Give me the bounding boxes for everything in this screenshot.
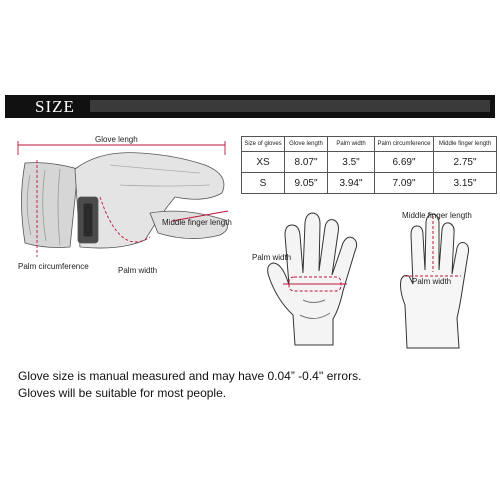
cell-middle-finger-length: 3.15" (433, 172, 497, 194)
header-middle-finger-length: Middle finger length (433, 136, 497, 152)
middle-finger-length-label: Middle finger length (162, 218, 232, 227)
hand-illustration (267, 212, 358, 346)
banner-bar (90, 100, 490, 112)
cell-palm-width: 3.5" (327, 151, 375, 173)
palm-width-label: Palm width (118, 266, 158, 275)
cell-glove-length: 9.05" (284, 172, 328, 194)
cell-glove-length: 8.07" (284, 151, 328, 173)
note-measurement-error: Glove size is manual measured and may ha… (18, 369, 362, 383)
banner-title: SIZE (35, 97, 75, 116)
cell-palm-width: 3.94" (327, 172, 375, 194)
cell-middle-finger-length: 2.75" (433, 151, 497, 173)
cell-size: XS (241, 151, 285, 173)
size-banner: SIZE (5, 95, 495, 118)
header-palm-circumference: Palm circumference (374, 136, 434, 152)
cell-palm-circumference: 6.69" (374, 151, 434, 173)
cell-palm-circumference: 7.09" (374, 172, 434, 194)
glove-middle-finger-length-label: Middle finger length (402, 211, 472, 220)
size-table: Size of gloves Glove length Palm width P… (241, 136, 497, 194)
hand-palm-width-label: Palm width (252, 253, 292, 262)
palm-circumference-label: Palm circumference (18, 262, 89, 271)
glove-length-label: Glove lengh (95, 135, 138, 144)
header-glove-length: Glove length (284, 136, 328, 152)
table-row: XS 8.07" 3.5" 6.69" 2.75" (241, 151, 497, 173)
glove-outline-illustration (400, 213, 470, 349)
glove-palm-width-label: Palm width (412, 277, 452, 286)
note-suitable: Gloves will be suitable for most people. (18, 386, 227, 400)
cell-size: S (241, 172, 285, 194)
table-header-row: Size of gloves Glove length Palm width P… (241, 136, 497, 152)
side-glove-illustration (17, 141, 229, 257)
header-size: Size of gloves (241, 136, 285, 152)
table-row: S 9.05" 3.94" 7.09" 3.15" (241, 172, 497, 194)
header-palm-width: Palm width (327, 136, 375, 152)
